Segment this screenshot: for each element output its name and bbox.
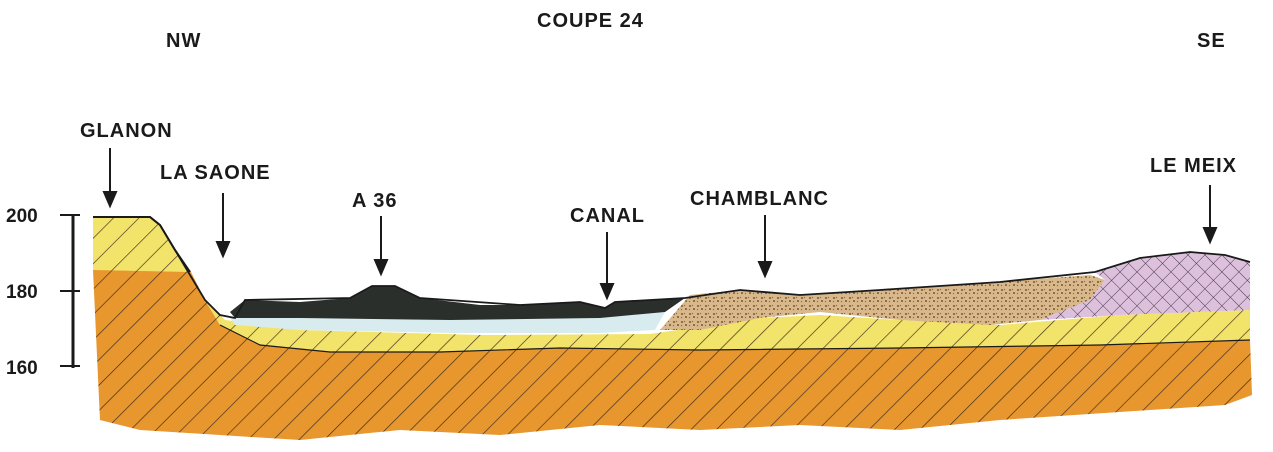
arrow-la-saone	[217, 242, 229, 256]
marl-hill-cap	[93, 217, 190, 272]
tick-label-160: 160	[6, 358, 38, 379]
tick-label-200: 200	[6, 206, 38, 227]
arrow-glanon	[104, 192, 116, 206]
tick-label-180: 180	[6, 282, 38, 303]
elevation-scale: 200 180 160	[6, 206, 80, 379]
arrow-a36	[375, 260, 387, 274]
alluvium-layer	[230, 286, 685, 320]
arrow-canal	[601, 284, 613, 298]
location-arrows	[104, 148, 1216, 298]
arrow-le-meix	[1204, 228, 1216, 242]
arrow-chamblanc	[759, 262, 771, 276]
